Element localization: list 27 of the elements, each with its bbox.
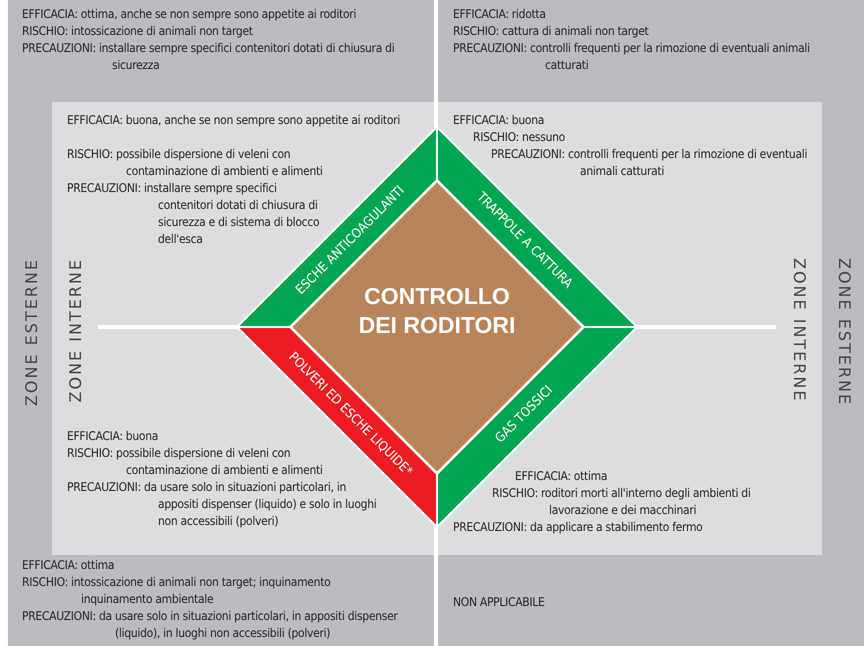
info-text: RISCHIO: possibile dispersione di veleni con contaminazione di ambienti e alimenti (67, 445, 324, 479)
info-text: PRECAUZIONI: da usare solo in situazioni particolari, in appositi dispenser (liquido) e solo in luoghi non accessibili (polveri) (67, 479, 378, 530)
info-text: RISCHIO: roditori morti all'interno degli ambienti di lavorazione e dei macchinari (492, 485, 752, 519)
info-text: PRECAUZIONI: controlli frequenti per la rimozione di eventuali animali catturati (453, 40, 811, 74)
info-text: RISCHIO: cattura di animali non target (453, 23, 650, 40)
zone-label: ZONE INTERNE (66, 258, 85, 402)
zone-label: ZONE ESTERNE (835, 258, 854, 406)
info-text: RISCHIO: possibile dispersione di veleni con contaminazione di ambienti e alimenti (67, 146, 324, 180)
info-text: PRECAUZIONI: da usare solo in situazioni particolari, in appositi dispenser (liquido), in luoghi non accessibili (polveri) (22, 608, 399, 642)
info-text: RISCHIO: nessuno (473, 129, 566, 146)
info-text: PRECAUZIONI: da applicare a stabilimento fermo (453, 519, 704, 536)
info-text: EFFICACIA: ottima (515, 468, 608, 485)
info-text: EFFICACIA: ottima (22, 557, 116, 574)
info-text: NON APPLICABILE (453, 594, 546, 611)
info-text: PRECAUZIONI: installare sempre specifici contenitori dotati di chiusura di sicurezza e di sistema di blocco dell'esca (67, 180, 320, 248)
info-text: EFFICACIA: ridotta (453, 6, 547, 23)
info-text: RISCHIO: intossicazione di animali non target; inquinamento inquinamento ambientale (22, 574, 332, 608)
diamond-title: CONTROLLO DEI RODITORI (358, 282, 516, 340)
info-text: EFFICACIA: buona (453, 112, 546, 129)
info-text: PRECAUZIONI: installare sempre specifici contenitori dotati di chiusura di sicurezza (22, 40, 396, 74)
zone-label: ZONE ESTERNE (22, 258, 41, 406)
info-text: EFFICACIA: ottima, anche se non sempre sono appetite ai roditori (22, 6, 358, 23)
zone-label: ZONE INTERNE (790, 258, 809, 402)
info-text: EFFICACIA: buona, anche se non sempre sono appetite ai roditori (67, 112, 401, 129)
info-text: EFFICACIA: buona (67, 428, 160, 445)
info-text: PRECAUZIONI: controlli frequenti per la rimozione di eventuali animali catturati (491, 146, 808, 180)
info-text: RISCHIO: intossicazione di animali non target (22, 23, 254, 40)
